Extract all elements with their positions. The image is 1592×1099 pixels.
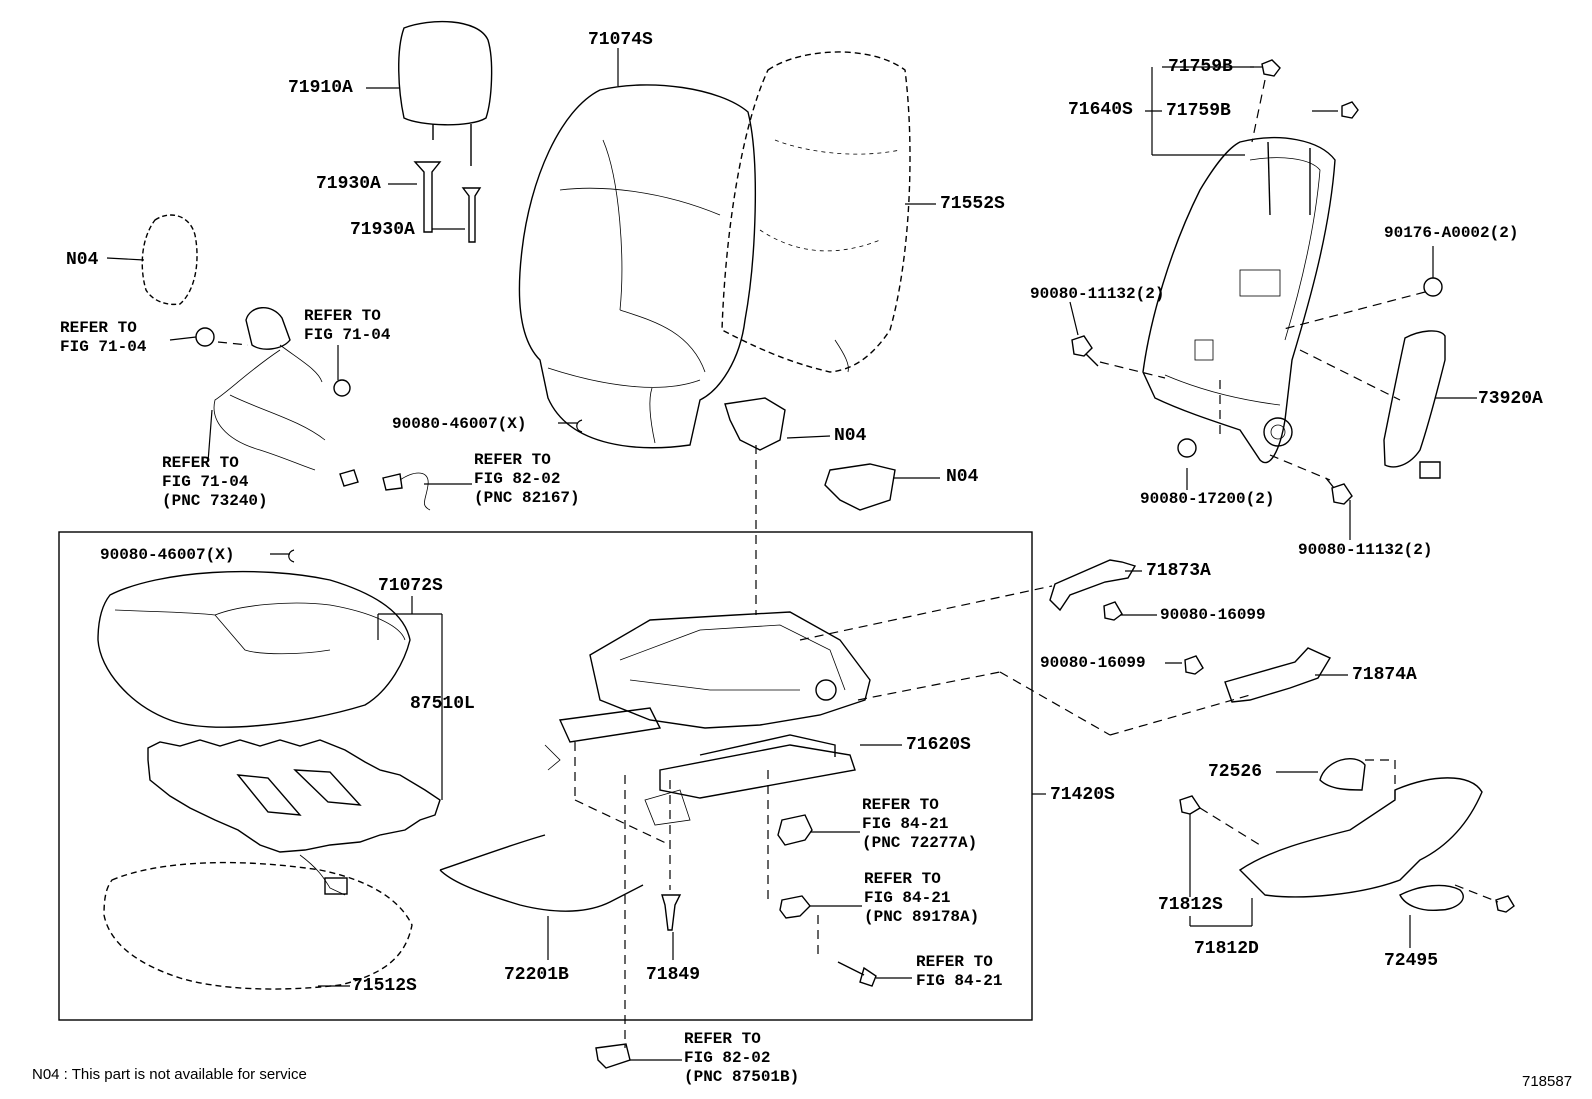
label-71812S: 71812S <box>1158 895 1223 915</box>
label-71072S: 71072S <box>378 576 443 596</box>
label-72495: 72495 <box>1384 951 1439 971</box>
label-71930A-lower: 71930A <box>350 220 415 240</box>
headrest-71910A <box>398 20 493 166</box>
switch-89178A <box>779 895 811 919</box>
label-71620S: 71620S <box>906 735 971 755</box>
label-72201B: 72201B <box>504 965 569 985</box>
connector-73920A <box>1419 461 1441 479</box>
knob-72526 <box>1319 757 1366 791</box>
switch-72277A <box>777 814 813 846</box>
label-71812D: 71812D <box>1194 939 1259 959</box>
clip-71759B-lower <box>1341 101 1359 119</box>
label-71512S: 71512S <box>352 976 417 996</box>
label-N04-center-1: N04 <box>834 426 867 446</box>
label-87510L: 87510L <box>410 694 475 714</box>
wire-72201B <box>439 834 644 912</box>
cover-71873A <box>1049 559 1137 612</box>
clip-90080-46007-lower <box>288 549 295 563</box>
connector-87501B <box>595 1043 631 1069</box>
seat-cushion-assembly-box <box>58 531 1033 1021</box>
cover-N04-left <box>141 214 198 306</box>
label-71873A: 71873A <box>1146 561 1211 581</box>
label-71640S: 71640S <box>1068 100 1133 120</box>
label-90080-16099-a: 90080-16099 <box>1160 606 1266 624</box>
clip-90080-46007-upper <box>576 419 583 433</box>
alignment-lines <box>217 79 1499 1048</box>
seat-cushion-cover-71072S <box>97 570 411 728</box>
label-72526: 72526 <box>1208 762 1263 782</box>
label-71420S: 71420S <box>1050 785 1115 805</box>
bolt-90080-16099-a <box>1103 601 1123 621</box>
clip-71759B-top <box>1261 59 1281 77</box>
label-71910A: 71910A <box>288 78 353 98</box>
cover-71874A <box>1224 647 1332 703</box>
label-71552S: 71552S <box>940 194 1005 214</box>
bolt-90080-11132-left <box>1071 335 1099 367</box>
cover-N04-center-1 <box>724 397 786 451</box>
cover-N04-center-2 <box>824 463 896 511</box>
bolt-84-21 <box>837 961 877 987</box>
bolt-90080-11132-right <box>1325 477 1353 505</box>
seat-belt-buckle-harness <box>195 307 359 487</box>
label-90080-17200: 90080-17200(2) <box>1140 490 1275 508</box>
seat-frame-71620S <box>544 611 871 826</box>
bolt-90080-16099-b <box>1184 655 1204 675</box>
headrest-guide-71930A <box>413 161 482 243</box>
screw-71812S-right <box>1495 895 1515 913</box>
seatback-pad-71552S <box>721 51 911 373</box>
leader-lines <box>106 48 1477 1061</box>
seat-cushion-pad-71512S <box>103 861 413 990</box>
label-90080-46007-lower: 90080-46007(X) <box>100 546 235 564</box>
seat-heater-87510L <box>147 739 441 896</box>
label-71759B-lower: 71759B <box>1166 101 1231 121</box>
label-71849: 71849 <box>646 965 701 985</box>
clip-71849 <box>661 894 682 931</box>
label-N04-left: N04 <box>66 250 99 270</box>
label-N04-center-2: N04 <box>946 467 979 487</box>
label-90080-16099-b: 90080-16099 <box>1040 654 1146 672</box>
nut-90080-17200 <box>1177 438 1197 458</box>
label-71074S: 71074S <box>588 30 653 50</box>
shield-71812D <box>1238 777 1483 898</box>
label-90080-46007-upper: 90080-46007(X) <box>392 415 527 433</box>
footnote: N04 : This part is not available for ser… <box>32 1066 307 1083</box>
seatback-cover-73920A <box>1383 330 1446 468</box>
seatback-cover-71074S <box>518 84 756 449</box>
nut-90176-A0002 <box>1423 277 1443 297</box>
figure-number: 718587 <box>1522 1073 1573 1090</box>
seatback-frame-71640S <box>1142 137 1336 464</box>
label-90080-11132-upper: 90080-11132(2) <box>1030 285 1165 303</box>
label-90176-A0002: 90176-A0002(2) <box>1384 224 1519 242</box>
label-71930A-upper: 71930A <box>316 174 381 194</box>
label-73920A: 73920A <box>1478 389 1543 409</box>
wire-harness-82167 <box>382 472 431 511</box>
cover-72495 <box>1399 884 1464 912</box>
screw-71812S-left <box>1179 795 1201 815</box>
label-71759B-top: 71759B <box>1168 57 1233 77</box>
label-90080-11132-lower: 90080-11132(2) <box>1298 541 1433 559</box>
label-71874A: 71874A <box>1352 665 1417 685</box>
